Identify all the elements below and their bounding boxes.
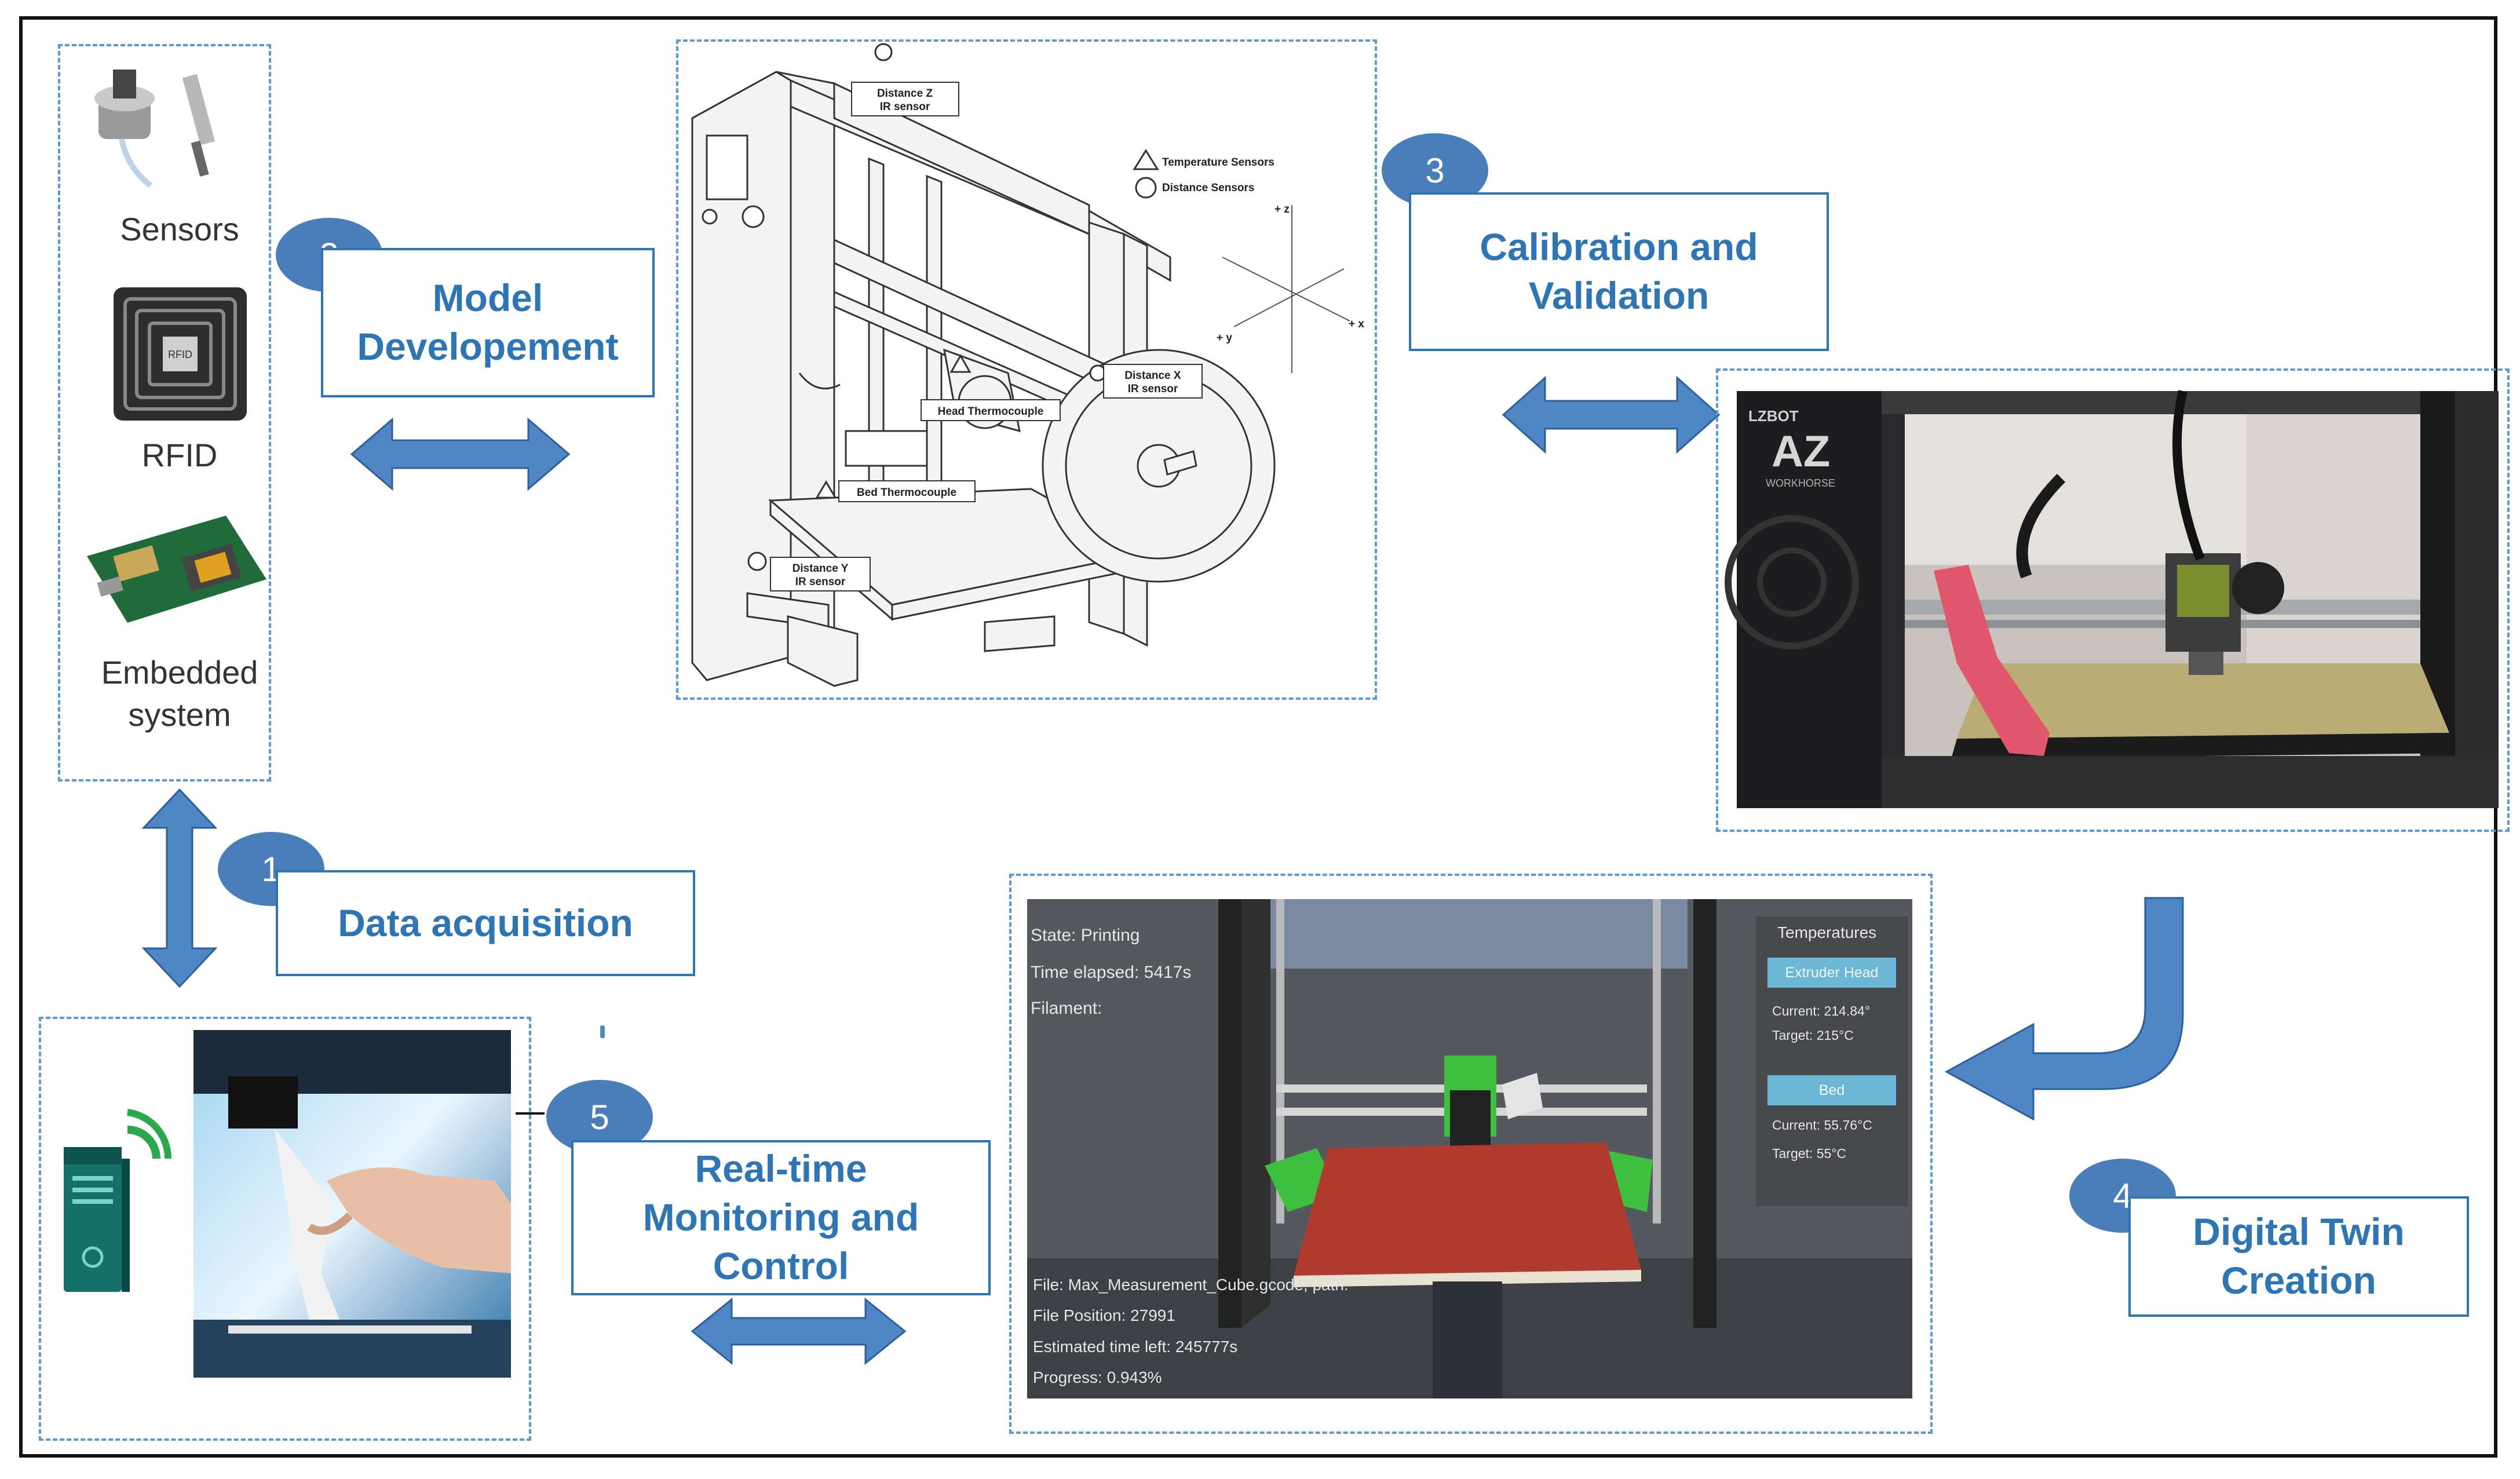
distance-z-sub-label: IR sensor [880, 101, 930, 113]
step-2-label: Model Developement [357, 276, 619, 368]
step-4-box: Digital Twin Creation [2128, 1196, 2469, 1317]
bed-button[interactable]: Bed [1767, 1075, 1896, 1105]
embedded-system-image [87, 516, 266, 623]
digital-twin-panel [1009, 874, 1933, 1434]
rfid-label: RFID [141, 437, 218, 473]
double-arrow-model [350, 417, 571, 491]
embedded-system-label: Embedded system [101, 654, 258, 733]
printer-brand-line1: LZBOT [1748, 407, 1799, 425]
hud-temperatures-title: Temperatures [1777, 923, 1877, 941]
axis-y-label: + y [1217, 332, 1232, 344]
small-mark [600, 1025, 605, 1038]
axis-x-label: + x [1349, 318, 1364, 330]
iot-device-icon [64, 1109, 172, 1292]
extruder-head-button[interactable]: Extruder Head [1767, 958, 1896, 988]
step-5-box: Real-time Monitoring and Control [571, 1140, 991, 1295]
hud-head-target: Target: 215°C [1772, 1028, 1854, 1043]
digital-twin-screen: State: Printing Time elapsed: 5417s Fila… [1027, 899, 1912, 1398]
distance-x-sub-label: IR sensor [1128, 383, 1178, 395]
distance-y-sub-label: IR sensor [795, 576, 846, 588]
printer-model-diagram: Distance Z IR sensor Distance X IR senso… [691, 43, 1364, 687]
hud-bed-target: Target: 55°C [1772, 1146, 1847, 1161]
devices-panel [58, 44, 271, 782]
monitoring-panel [39, 1017, 531, 1441]
legend-distance-sensors: Distance Sensors [1162, 182, 1254, 194]
hud-filament: Filament: [1031, 999, 1102, 1018]
hud-estimated-time: Estimated time left: 245777s [1033, 1338, 1238, 1356]
step-5-label: Real-time Monitoring and Control [642, 1147, 919, 1287]
hud-file: File: Max_Measurement_Cube.gcode, path: [1033, 1276, 1349, 1294]
distance-z-label: Distance Z [877, 87, 933, 100]
distance-y-label: Distance Y [792, 563, 849, 575]
bed-label: Bed [1818, 1082, 1845, 1098]
rfid-image: RFID [114, 287, 247, 421]
printer-brand-line2: AZ [1772, 427, 1830, 476]
rfid-chip-text: RFID [168, 349, 192, 360]
step-3-box: Calibration and Validation [1409, 192, 1829, 351]
head-thermocouple-label: Head Thermocouple [938, 406, 1044, 418]
sensors-image [94, 70, 215, 188]
hand-printer-photo [193, 1030, 511, 1378]
bed-thermocouple-label: Bed Thermocouple [857, 487, 956, 499]
printer-photo: LZBOT AZ WORKHORSE [1725, 390, 2499, 808]
step-3-label: Calibration and Validation [1480, 225, 1758, 317]
step-1-label: Data acquisition [338, 901, 633, 944]
hud-time-elapsed: Time elapsed: 5417s [1031, 963, 1192, 982]
hud-progress: Progress: 0.943% [1033, 1368, 1162, 1386]
step-1-box: Data acquisition [276, 870, 695, 976]
hud-state: State: Printing [1031, 926, 1140, 945]
printer-brand-line3: WORKHORSE [1766, 477, 1835, 489]
extruder-head-label: Extruder Head [1785, 964, 1879, 981]
printer-model-panel [676, 39, 1377, 700]
hud-bed-current: Current: 55.76°C [1772, 1118, 1872, 1133]
vertical-double-arrow [141, 788, 218, 988]
step-4-label: Digital Twin Creation [2193, 1210, 2405, 1302]
double-arrow-calibration [1502, 375, 1721, 454]
step-2-box: Model Developement [321, 248, 655, 397]
double-arrow-monitoring [691, 1297, 907, 1365]
axis-z-label: + z [1274, 203, 1290, 216]
sensors-label: Sensors [120, 211, 239, 247]
hud-head-current: Current: 214.84° [1772, 1003, 1871, 1018]
distance-x-label: Distance X [1124, 370, 1181, 382]
curved-arrow-to-twin [1944, 897, 2184, 1121]
connector-line [516, 1112, 545, 1115]
printer-photo-panel [1716, 368, 2510, 832]
legend-temperature-sensors: Temperature Sensors [1162, 156, 1274, 169]
hud-file-position: File Position: 27991 [1033, 1306, 1175, 1324]
